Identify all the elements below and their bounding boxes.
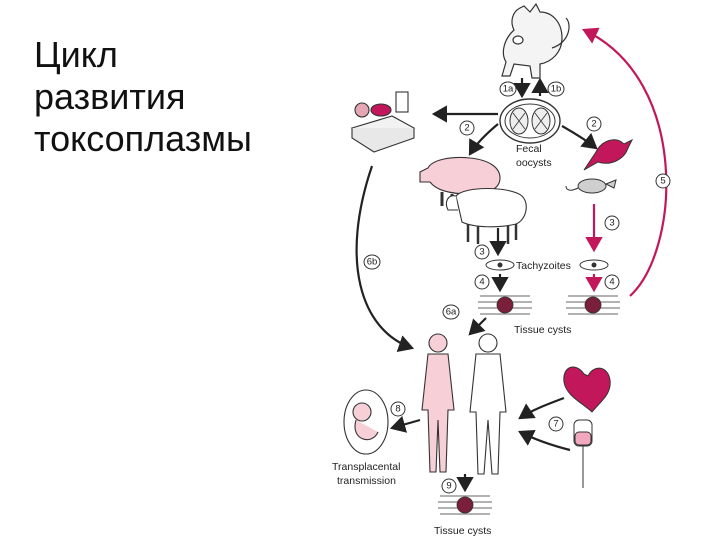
label-tissue-cysts-bottom: Tissue cysts (434, 525, 491, 537)
blood-bag-illustration (573, 419, 593, 488)
step-badge-4-right: 4 (604, 274, 620, 290)
fetus-illustration (343, 389, 389, 455)
svg-text:2: 2 (464, 123, 469, 134)
tissue-cyst-left (478, 295, 532, 315)
svg-text:1a: 1a (503, 84, 514, 95)
arrow-8 (389, 415, 421, 433)
svg-text:4: 4 (609, 277, 614, 288)
arrow-6a (468, 317, 487, 336)
svg-text:6a: 6a (446, 307, 457, 318)
svg-text:7: 7 (553, 419, 558, 430)
diagram-labels: Fecal oocysts Tachyzoites Tissue cysts T… (332, 143, 571, 537)
oocyst-illustration (499, 98, 561, 144)
svg-text:8: 8 (395, 404, 400, 415)
step-badge-3-right: 3 (604, 215, 620, 231)
svg-text:6b: 6b (367, 257, 378, 268)
step-badge-4-left: 4 (474, 274, 490, 290)
arrow-5 (582, 27, 668, 297)
step-badge-8: 8 (390, 401, 406, 417)
human-male-illustration (469, 333, 507, 475)
arrow-7-blood (518, 430, 571, 452)
svg-text:5: 5 (660, 176, 665, 187)
step-badge-3-left: 3 (474, 244, 490, 260)
step-badge-6b: 6b (363, 254, 381, 270)
svg-text:3: 3 (609, 218, 614, 229)
heart-illustration (563, 366, 611, 413)
title-line-2: развития (34, 76, 186, 117)
human-female-illustration (421, 333, 455, 473)
label-oocysts: oocysts (516, 157, 552, 169)
step-badge-1b: 1b (547, 81, 565, 97)
tissue-cyst-bottom (438, 495, 492, 515)
mouse-illustration (565, 178, 617, 194)
label-tissue-cysts-top: Tissue cysts (514, 324, 571, 336)
step-badge-2-right: 2 (586, 116, 602, 132)
step-badge-1a: 1a (499, 81, 517, 97)
sheep-illustration (445, 188, 527, 244)
label-transplacental: Transplacental (332, 461, 400, 473)
title-line-1: Цикл (34, 34, 118, 75)
step-badge-5: 5 (655, 173, 671, 189)
arrow-2-left (468, 123, 499, 156)
arrows (355, 27, 668, 493)
svg-text:1b: 1b (551, 84, 562, 95)
step-badges: 1a 1b 2 2 5 3 3 6b 4 4 6a 8 7 9 (363, 81, 671, 494)
step-badge-2-left: 2 (459, 120, 475, 136)
svg-text:4: 4 (479, 277, 484, 288)
label-fecal: Fecal (516, 143, 542, 155)
step-badge-7: 7 (548, 416, 564, 432)
title-line-3: токсоплазмы (34, 118, 252, 159)
tachyzoite-cell-left (485, 259, 515, 271)
arrow-2-right (561, 125, 598, 150)
label-tachyzoites: Tachyzoites (516, 260, 571, 272)
step-badge-6a: 6a (442, 304, 460, 320)
svg-text:3: 3 (479, 247, 484, 258)
svg-text:9: 9 (446, 481, 451, 492)
food-tray-illustration (350, 91, 416, 153)
arrow-6b (355, 165, 415, 352)
arrow-7-heart (518, 396, 565, 420)
bird-illustration (583, 138, 634, 171)
tachyzoite-cell-right (579, 259, 609, 271)
svg-text:2: 2 (591, 119, 596, 130)
label-transmission: transmission (337, 475, 396, 487)
slide-title: Цикл развития токсоплазмы (34, 34, 252, 160)
cat-illustration (501, 2, 570, 79)
tissue-cyst-right (566, 295, 620, 315)
step-badge-9: 9 (441, 478, 457, 494)
